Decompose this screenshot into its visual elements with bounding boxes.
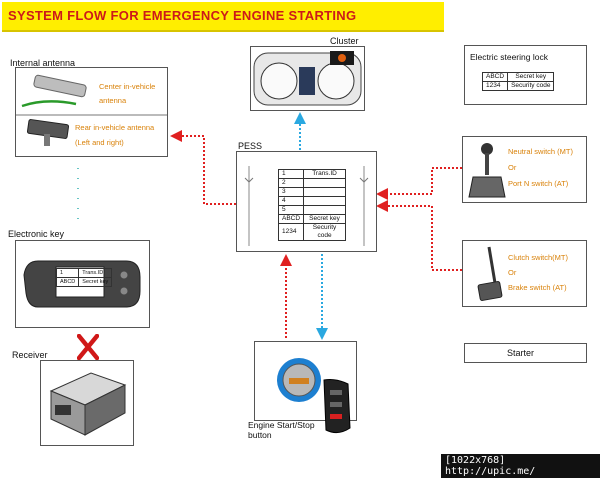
rear-antenna-label-2: (Left and right) bbox=[75, 138, 124, 147]
cluster-box bbox=[250, 46, 365, 111]
pess-heading: PESS bbox=[238, 141, 263, 151]
center-antenna-cable bbox=[21, 100, 77, 108]
rear-antenna-label-1: Rear in-vehicle antenna bbox=[75, 123, 155, 132]
pedal-icon bbox=[477, 246, 503, 301]
pess-cell: Secret key bbox=[303, 214, 346, 224]
pess-cell: 4 bbox=[277, 196, 305, 206]
pess-cell bbox=[303, 178, 346, 188]
pess-cell: 1234 bbox=[277, 223, 305, 241]
pess-row: 2 bbox=[277, 178, 346, 188]
center-antenna-image bbox=[33, 74, 87, 98]
pess-row: 5 bbox=[277, 205, 346, 215]
starter-label: Starter bbox=[507, 348, 535, 358]
steering-lock-cell: Security code bbox=[507, 81, 555, 91]
pess-cell: 2 bbox=[277, 178, 305, 188]
clutch-switch-box: Clutch switch(MT) Or Brake switch (AT) bbox=[462, 240, 587, 307]
pess-cell bbox=[303, 196, 346, 206]
clutch-switch-label-2: Or bbox=[508, 268, 517, 277]
steering-lock-cell: 1234 bbox=[481, 81, 509, 91]
pess-row: 3 bbox=[277, 187, 346, 197]
pess-cell: ABCD bbox=[277, 214, 305, 224]
receiver-image bbox=[49, 372, 127, 436]
electronic-key-heading: Electronic key bbox=[8, 229, 65, 239]
key-fob-icon bbox=[323, 379, 351, 434]
page-title: SYSTEM FLOW FOR EMERGENCY ENGINE STARTIN… bbox=[8, 8, 357, 23]
pess-cell: 1 bbox=[277, 169, 305, 179]
pess-row: 4 bbox=[277, 196, 346, 206]
center-antenna-label-2: antenna bbox=[99, 96, 127, 105]
start-button-label-1: Engine Start/Stop bbox=[248, 420, 315, 430]
neutral-switch-box: Neutral switch (MT) Or Port N switch (AT… bbox=[462, 136, 587, 203]
key-cell: Secret key bbox=[78, 277, 113, 287]
neutral-switch-label-1: Neutral switch (MT) bbox=[508, 147, 574, 156]
cluster-heading: Cluster bbox=[330, 36, 359, 46]
steering-lock-cell: Secret key bbox=[507, 72, 555, 82]
key-cell: Trans.ID bbox=[78, 268, 113, 278]
key-cell: 1 bbox=[55, 268, 80, 278]
start-stop-button-image bbox=[277, 358, 321, 402]
pess-cell: Trans.ID bbox=[303, 169, 346, 179]
starter-box: Starter bbox=[464, 343, 587, 363]
neutral-switch-label-2: Or bbox=[508, 163, 517, 172]
receiver-box bbox=[40, 360, 134, 446]
arrow-clutch-to-pess bbox=[376, 200, 462, 271]
pess-cell: 3 bbox=[277, 187, 305, 197]
internal-antenna-box: Center in-vehicle antenna Rear in-vehicl… bbox=[15, 67, 168, 157]
center-antenna-label-1: Center in-vehicle bbox=[99, 82, 156, 91]
pess-cell bbox=[303, 205, 346, 215]
receiver-heading: Receiver bbox=[12, 350, 48, 360]
watermark: [1022x768] http://upic.me/ bbox=[441, 454, 600, 478]
start-button-label-2: button bbox=[248, 430, 272, 440]
neutral-switch-label-3: Port N switch (AT) bbox=[508, 179, 569, 188]
gear-shift-icon bbox=[468, 143, 506, 198]
clutch-switch-label-3: Brake switch (AT) bbox=[508, 283, 567, 292]
steering-lock-heading: Electric steering lock bbox=[470, 52, 548, 62]
arrow-pess-to-antenna bbox=[170, 130, 236, 205]
internal-antenna-heading: Internal antenna bbox=[10, 58, 76, 68]
key-cell: ABCD bbox=[55, 277, 80, 287]
title-banner: SYSTEM FLOW FOR EMERGENCY ENGINE STARTIN… bbox=[2, 2, 444, 32]
steering-lock-cell: ABCD bbox=[481, 72, 509, 82]
arrow-neutral-to-pess bbox=[376, 167, 462, 200]
pess-cell: 5 bbox=[277, 205, 305, 215]
clutch-switch-label-1: Clutch switch(MT) bbox=[508, 253, 569, 262]
instrument-cluster-image bbox=[253, 51, 362, 106]
pess-cell bbox=[303, 187, 346, 197]
blocked-x-icon bbox=[77, 334, 99, 360]
pess-cell: Security code bbox=[303, 223, 346, 241]
